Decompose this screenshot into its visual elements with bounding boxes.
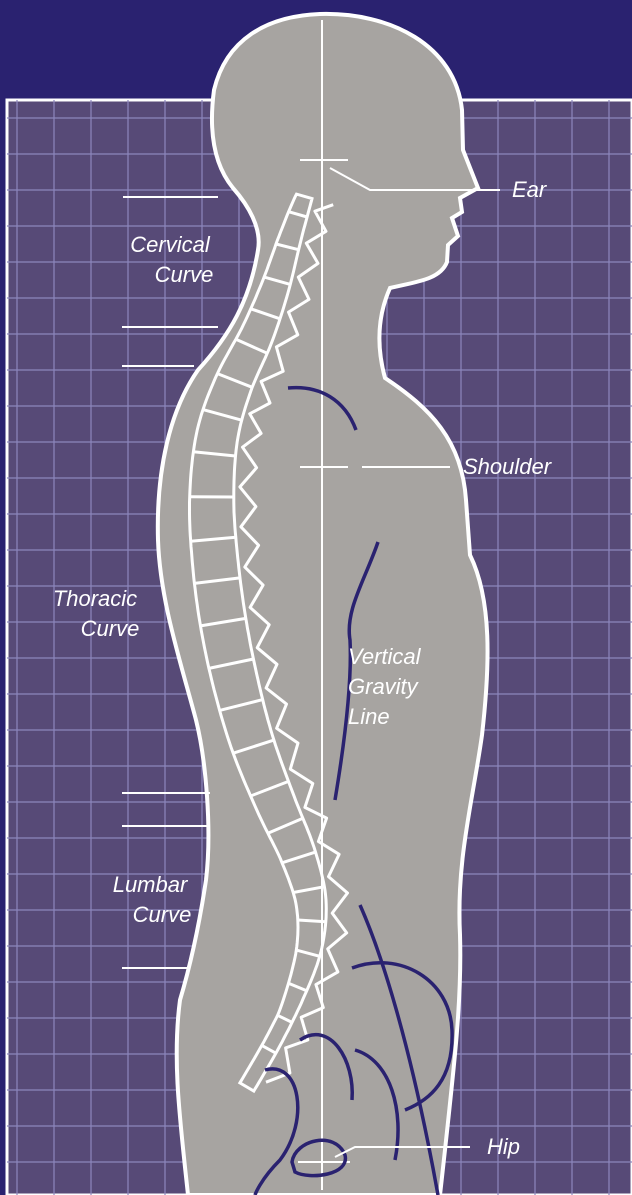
lumbar-label-line1: Lumbar <box>113 872 189 897</box>
cervical-label-line2: Curve <box>155 262 214 287</box>
hip-label: Hip <box>487 1134 520 1159</box>
ear-label: Ear <box>512 177 548 202</box>
cervical-label-line1: Cervical <box>130 232 211 257</box>
gravity-label-line3: Line <box>348 704 390 729</box>
gravity-label-line2: Gravity <box>348 674 420 699</box>
thoracic-label-line1: Thoracic <box>53 586 137 611</box>
gravity-label-line1: Vertical <box>348 644 422 669</box>
thoracic-label-line2: Curve <box>81 616 140 641</box>
shoulder-label: Shoulder <box>463 454 553 479</box>
lumbar-label-line2: Curve <box>133 902 192 927</box>
